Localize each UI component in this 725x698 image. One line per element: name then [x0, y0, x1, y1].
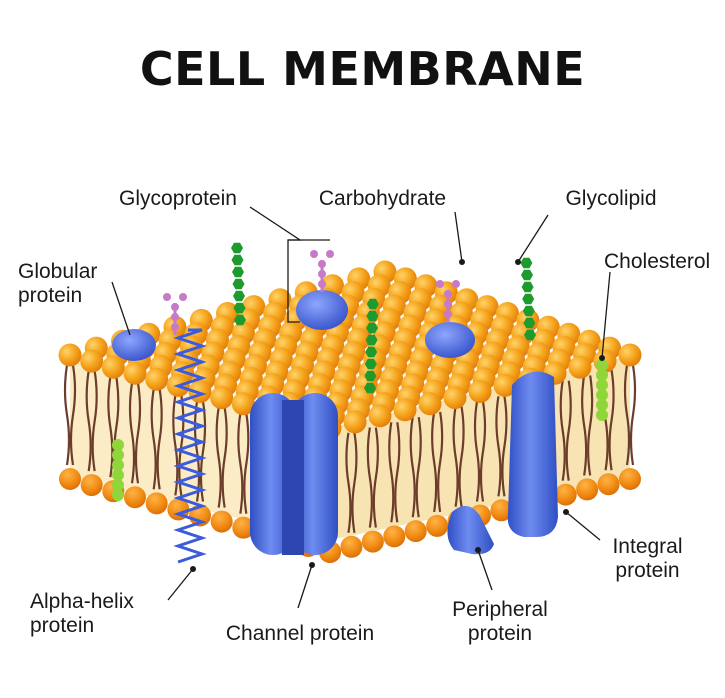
lipid-head: [124, 362, 147, 385]
lipid-head: [369, 404, 392, 427]
carbohydrate-left-unit: [171, 313, 179, 321]
glycolipid-chain: [233, 279, 245, 289]
glycoprotein-carbohydrate-unit: [318, 260, 326, 268]
globular-protein-center: [296, 290, 348, 330]
lipid-head: [444, 386, 467, 409]
glycolipid-chain-right: [521, 270, 533, 280]
glycoprotein-carbohydrate-unit: [310, 250, 318, 258]
lipid-head: [419, 392, 442, 415]
carbohydrate-right-unit: [444, 310, 452, 318]
lipid-head: [145, 368, 168, 391]
label-glycolipid: Glycolipid: [546, 187, 676, 211]
glycoprotein-carbohydrate-unit: [326, 250, 334, 258]
lipid-tail: [631, 365, 635, 465]
carbohydrate-left-unit: [171, 303, 179, 311]
glycolipid-chain-right: [522, 282, 534, 292]
bottom-head-right: [340, 536, 362, 558]
lipid-head: [102, 356, 125, 379]
lipid-head: [619, 344, 642, 367]
lipid-head: [469, 380, 492, 403]
lipid-head: [394, 398, 417, 421]
leader-globular: [112, 282, 130, 335]
label-peripheral-line2: protein: [440, 622, 560, 646]
label-integral-protein: Integral protein: [600, 535, 695, 583]
label-peripheral-protein: Peripheral protein: [440, 598, 560, 646]
label-cholesterol-text: Cholesterol: [604, 250, 725, 274]
carbohydrate-right-unit: [444, 290, 452, 298]
lipid-head: [59, 344, 82, 367]
leader-glycolipid: [518, 215, 548, 262]
glycolipid-chain: [233, 291, 245, 301]
label-globular-line1: Globular: [18, 260, 97, 284]
carbohydrate-right-unit: [452, 280, 460, 288]
label-integral-line2: protein: [600, 559, 695, 583]
glycolipid-chain-right: [522, 294, 534, 304]
cholesterol-ring: [112, 489, 124, 501]
lipid-head: [210, 386, 233, 409]
bottom-head-front: [211, 511, 233, 533]
bottom-head-front: [146, 492, 168, 514]
label-alpha-line2: protein: [30, 614, 134, 638]
label-glycolipid-text: Glycolipid: [546, 187, 676, 211]
label-channel-protein: Channel protein: [210, 622, 390, 646]
glycolipid-chain: [231, 243, 243, 253]
bottom-head-right: [405, 520, 427, 542]
bottom-head-front: [81, 474, 103, 496]
label-integral-line1: Integral: [600, 535, 695, 559]
lipid-head: [80, 350, 103, 373]
glycoprotein-carbohydrate-unit: [318, 270, 326, 278]
lipid-tail: [65, 365, 69, 465]
channel-protein-shape: [250, 393, 338, 555]
leader-channel: [298, 565, 312, 608]
label-globular-protein: Globular protein: [18, 260, 97, 308]
bottom-head-right: [598, 473, 620, 495]
carbohydrate-right-unit: [444, 300, 452, 308]
label-carbohydrate-text: Carbohydrate: [295, 187, 470, 211]
glycoprotein-carbohydrate-unit: [318, 280, 326, 288]
globular-protein-right: [425, 322, 475, 358]
bottom-head-front: [124, 486, 146, 508]
label-alpha-line1: Alpha-helix: [30, 590, 134, 614]
label-cholesterol: Cholesterol: [604, 250, 725, 274]
cholesterol-ring: [596, 409, 608, 421]
bottom-head-right: [426, 515, 448, 537]
label-glycoprotein-text: Glycoprotein: [98, 187, 258, 211]
label-carbohydrate: Carbohydrate: [295, 187, 470, 211]
leader-carbohydrate: [455, 212, 462, 262]
bottom-head-right: [619, 468, 641, 490]
leader-integral: [566, 512, 600, 540]
carbohydrate-left-unit: [171, 323, 179, 331]
carbohydrate-left-unit: [163, 293, 171, 301]
label-channel-text: Channel protein: [210, 622, 390, 646]
bottom-head-front: [59, 468, 81, 490]
label-alpha-helix-protein: Alpha-helix protein: [30, 590, 134, 638]
bottom-head-right: [555, 484, 577, 506]
lipid-head: [344, 410, 367, 433]
label-glycoprotein: Glycoprotein: [98, 187, 258, 211]
glycolipid-chain: [232, 267, 244, 277]
glycolipid-chain: [232, 255, 244, 265]
bottom-head-right: [383, 525, 405, 547]
glycolipid-chain-right: [520, 258, 532, 268]
lipid-head: [569, 356, 592, 379]
integral-protein-shape: [508, 372, 558, 537]
leader-peripheral: [478, 550, 492, 590]
label-globular-line2: protein: [18, 284, 97, 308]
label-peripheral-line1: Peripheral: [440, 598, 560, 622]
globular-protein-left: [112, 329, 156, 361]
bottom-head-right: [576, 478, 598, 500]
bottom-head-right: [362, 531, 384, 553]
carbohydrate-right-unit: [436, 280, 444, 288]
leader-alpha: [168, 569, 193, 600]
diagram-title: CELL MEMBRANE: [0, 42, 725, 96]
carbohydrate-left-unit: [179, 293, 187, 301]
